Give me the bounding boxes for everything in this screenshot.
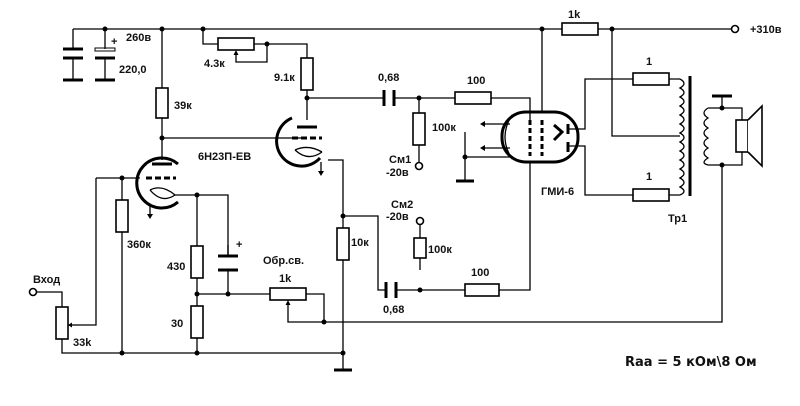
label-068-top: 0,68 <box>378 72 399 84</box>
label-bias1-name: См1 <box>389 154 411 166</box>
wiper-arrows <box>68 50 291 328</box>
pot-33k <box>55 306 69 340</box>
label-bias1-voltage: -20в <box>386 167 409 179</box>
label-430: 430 <box>167 261 185 273</box>
capacitors <box>63 47 398 298</box>
resistor-39k <box>155 87 169 119</box>
labels: 260в 220,0 4.3к 9.1к 39к 1k +310в 0,68 1… <box>33 9 782 370</box>
impedance-note: Raa = 5 кОм\8 Ом <box>625 355 757 370</box>
resistor-10k <box>336 227 350 261</box>
label-39k: 39к <box>174 100 192 112</box>
label-30: 30 <box>171 318 183 330</box>
label-1-top: 1 <box>646 56 652 68</box>
label-33k: 33k <box>73 337 92 349</box>
label-plus: + <box>236 239 242 251</box>
junction-dots <box>102 26 725 356</box>
terminal-bias1 <box>414 161 424 171</box>
resistor-430 <box>190 245 204 279</box>
terminal-input <box>28 287 38 297</box>
tube-gmi6 <box>480 110 586 164</box>
resistor-1-bottom <box>632 188 670 202</box>
label-bias2-name: См2 <box>391 199 413 211</box>
label-068-bottom: 0,68 <box>383 304 404 316</box>
resistor-100k-top <box>412 112 426 146</box>
resistor-30 <box>190 305 204 339</box>
label-100k-top: 100к <box>432 122 456 134</box>
label-9-1k: 9.1к <box>274 72 295 84</box>
resistor-1k-supply <box>561 22 599 36</box>
label-input: Вход <box>33 274 60 286</box>
label-4-3k: 4.3к <box>204 58 225 70</box>
resistor-9-1k <box>300 57 314 91</box>
label-360k: 360к <box>127 239 151 251</box>
label-gmi6: ГМИ-6 <box>541 186 574 198</box>
label-1k-feedback: 1k <box>279 273 292 285</box>
label-10k: 10к <box>351 237 369 249</box>
terminals[interactable] <box>28 24 740 297</box>
wires <box>36 28 743 370</box>
ground-symbols <box>63 78 732 372</box>
label-tr1: Тр1 <box>668 213 687 225</box>
speaker-coil <box>735 119 749 153</box>
label-310v: +310в <box>750 24 782 36</box>
resistor-1-top <box>632 72 670 86</box>
resistor-360k <box>115 199 129 233</box>
label-100k-bottom: 100к <box>428 244 452 256</box>
label-100-bottom: 100 <box>471 267 489 279</box>
label-6n23p: 6Н23П-ЕВ <box>198 151 251 163</box>
transformer-tr1 <box>678 76 722 196</box>
pot-4-3k <box>217 37 255 51</box>
resistor-100-bottom <box>464 283 500 297</box>
label-1k-supply: 1k <box>568 9 581 21</box>
label-100-top: 100 <box>467 75 485 87</box>
pot-1k-feedback <box>269 287 307 301</box>
speaker-icon <box>747 104 763 168</box>
terminal-b-plus <box>730 24 740 34</box>
tube-stage1 <box>135 156 179 219</box>
label-bias2-voltage: -20в <box>386 211 409 223</box>
resistor-100k-bottom <box>413 237 427 259</box>
label-1-bottom: 1 <box>646 171 652 183</box>
resistors <box>55 22 749 340</box>
label-220: 220,0 <box>119 64 147 76</box>
resistor-100-top <box>454 91 492 105</box>
label-plus-filter: + <box>111 36 117 48</box>
label-feedback: Обр.св. <box>263 255 304 267</box>
label-260v: 260в <box>126 32 151 44</box>
tube-stage2 <box>275 116 324 176</box>
terminal-bias2 <box>415 216 425 226</box>
